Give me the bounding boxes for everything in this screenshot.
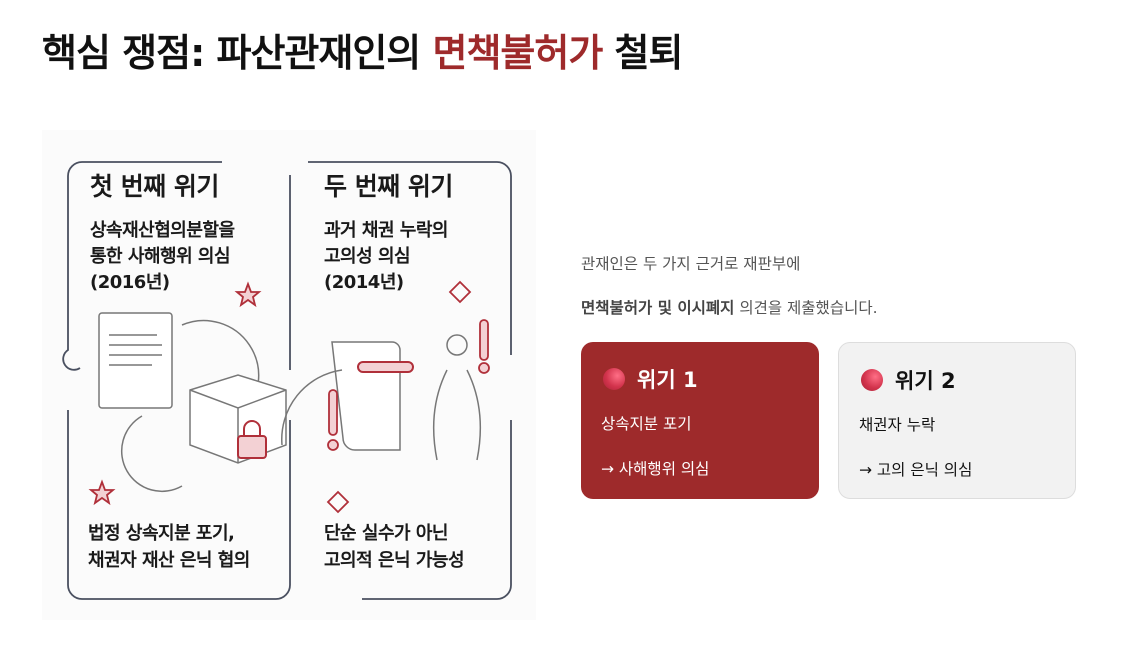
- card-title: 위기 2: [895, 369, 956, 393]
- card-title: 위기 1: [637, 368, 698, 392]
- left-panel-sub-3: (2016년): [90, 272, 170, 293]
- illustration-graphic: [62, 161, 512, 600]
- left-panel-bottom-2: 채권자 재산 은닉 협의: [88, 550, 250, 571]
- right-panel-sub-1: 과거 채권 누락의: [324, 220, 448, 241]
- left-panel-sub-2: 통한 사해행위 의심: [90, 246, 231, 267]
- intro-line-1: 관재인은 두 가지 근거로 재판부에: [581, 255, 801, 273]
- card-line-1: 상속지분 포기: [601, 415, 692, 433]
- red-sphere-icon: [603, 368, 625, 390]
- right-panel-bottom-1: 단순 실수가 아닌: [324, 523, 448, 544]
- card-line-1: 채권자 누락: [859, 416, 936, 434]
- left-panel-bottom-1: 법정 상속지분 포기,: [88, 523, 235, 544]
- right-panel-sub-2: 고의성 의심: [324, 246, 411, 267]
- page-title: 핵심 쟁점: 파산관재인의 면책불허가 철퇴: [42, 31, 683, 75]
- crisis-card-1: 위기 1 상속지분 포기 → 사해행위 의심: [581, 342, 819, 499]
- illustration: 첫 번째 위기 상속재산협의분할을 통한 사해행위 의심 (2016년) 법정 …: [42, 130, 536, 620]
- card-line-2: → 사해행위 의심: [601, 460, 710, 478]
- crisis-card-2: 위기 2 채권자 누락 → 고의 은닉 의심: [838, 342, 1076, 499]
- right-panel-heading: 두 번째 위기: [324, 172, 453, 201]
- left-panel-heading: 첫 번째 위기: [90, 172, 219, 201]
- red-sphere-icon: [861, 369, 883, 391]
- intro-line-2: 면책불허가 및 이시폐지 의견을 제출했습니다.: [581, 299, 878, 317]
- right-panel-sub-3: (2014년): [324, 272, 404, 293]
- right-panel-bottom-2: 고의적 은닉 가능성: [324, 550, 465, 571]
- left-panel-sub-1: 상속재산협의분할을: [90, 220, 235, 241]
- title-accent: 면책불허가: [432, 31, 604, 75]
- card-line-2: → 고의 은닉 의심: [859, 461, 973, 479]
